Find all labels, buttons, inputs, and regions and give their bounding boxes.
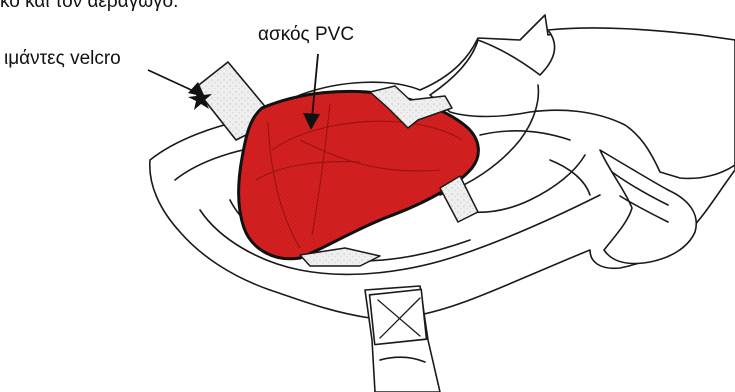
diagram: κό και τον αεραγωγό. ιμάντες velcro ασκό… [0,0,735,392]
cushion-illustration [0,0,735,392]
